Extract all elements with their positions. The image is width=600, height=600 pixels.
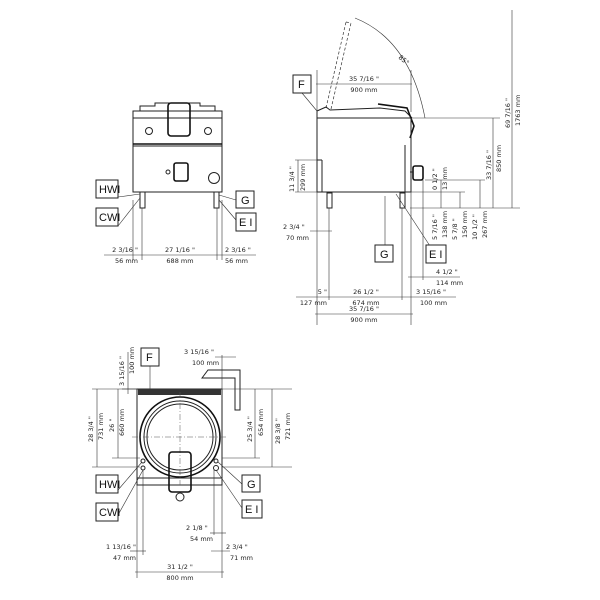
dim-width-mm: 800 mm — [166, 574, 193, 582]
handle — [168, 451, 192, 493]
dim-267-in: 10 1/2 " — [471, 214, 479, 240]
control-knob — [173, 162, 189, 182]
dim-bottom-width-mm: 900 mm — [350, 316, 377, 324]
callout-ei-top: E I — [241, 499, 263, 519]
dim-150-in: 5 7/8 " — [451, 218, 459, 240]
callout-label: G — [247, 479, 256, 491]
dim-13-mm: 13 mm — [441, 167, 449, 190]
dim-70-mm: 70 mm — [286, 234, 309, 242]
callout-label: CWI — [99, 507, 120, 519]
callout-label: HWI — [99, 479, 120, 491]
dim-center-in: 27 1/16 " — [165, 246, 195, 254]
side-view: 85° 35 7/16 " 900 mm 33 7/16 " 850 mm 69… — [283, 10, 522, 325]
front-view: 2 3/16 " 27 1/16 " 56 mm 688 mm 2 3/16 "… — [95, 102, 257, 265]
dim-114-mm: 114 mm — [436, 279, 463, 287]
dim-70-in: 2 3/4 " — [283, 223, 305, 231]
callout-cwi-front: CWI — [95, 207, 120, 227]
callout-label: G — [241, 195, 250, 207]
dim-13-in: 0 1/2 " — [431, 168, 439, 190]
drain-tap — [412, 165, 424, 181]
callout-f-top: F — [140, 347, 160, 367]
dim-100-in: 3 15/16 " — [416, 288, 446, 296]
dim-127-in: 5 " — [318, 288, 327, 296]
dim-267-mm: 267 mm — [481, 211, 489, 238]
dim-right-mm: 56 mm — [225, 257, 248, 265]
leg — [326, 192, 333, 209]
top-view: 28 3/4 " 731 mm 26 " 660 mm 3 15/16 " 10… — [87, 347, 292, 582]
lid-angle: 85° — [397, 53, 411, 67]
dim-top-right-in: 3 15/16 " — [184, 348, 214, 356]
dim-660-mm: 660 mm — [118, 409, 126, 436]
dim-71-mm: 71 mm — [230, 554, 253, 562]
dim-height-mm: 850 mm — [495, 145, 503, 172]
dim-674-mm: 674 mm — [352, 299, 379, 307]
leg — [213, 191, 220, 209]
dim-width-in: 31 1/2 " — [167, 563, 193, 571]
callout-g-front: G — [235, 190, 255, 209]
callout-g-side: G — [374, 244, 394, 263]
dim-center-mm: 688 mm — [166, 257, 193, 265]
leg — [139, 191, 146, 209]
dim-138-in: 5 7/16 " — [431, 214, 439, 240]
dim-100-mm: 100 mm — [420, 299, 447, 307]
dim-height-in: 33 7/16 " — [485, 150, 493, 180]
dim-top-width-mm: 900 mm — [350, 86, 377, 94]
dim-panel-mm: 299 mm — [299, 164, 307, 191]
callout-label: CWI — [99, 212, 120, 224]
callout-label: E I — [239, 217, 252, 229]
handle — [167, 102, 191, 137]
dim-71-in: 2 3/4 " — [226, 543, 248, 551]
leg — [399, 192, 406, 209]
dim-top-right-mm: 100 mm — [192, 359, 219, 367]
dim-731-in: 28 3/4 " — [87, 416, 95, 442]
dim-right-in: 2 3/16 " — [225, 246, 251, 254]
callout-label: F — [298, 79, 305, 91]
dim-top-left-mm: 100 mm — [128, 347, 136, 374]
dim-114-in: 4 1/2 " — [436, 268, 458, 276]
dim-54-mm: 54 mm — [190, 535, 213, 543]
dim-721-in: 28 3/8 " — [274, 418, 282, 444]
dim-left-mm: 56 mm — [115, 257, 138, 265]
dim-panel-in: 11 3/4 " — [288, 166, 296, 192]
callout-hwi-top: HWI — [95, 474, 120, 494]
dim-47-in: 1 13/16 " — [106, 543, 136, 551]
dim-47-mm: 47 mm — [113, 554, 136, 562]
vent-grille — [138, 389, 221, 395]
callout-ei-side: E I — [425, 244, 447, 264]
dim-721-mm: 721 mm — [284, 413, 292, 440]
open-lid-outline — [325, 21, 352, 110]
dim-654-in: 25 3/4 " — [246, 416, 254, 442]
dim-total-height-in: 69 7/16 " — [504, 98, 512, 128]
dim-150-mm: 150 mm — [461, 211, 469, 238]
dim-660-in: 26 " — [108, 419, 116, 432]
callout-label: E I — [429, 249, 442, 261]
dim-top-width-in: 35 7/16 " — [349, 75, 379, 83]
callout-g-top: G — [241, 474, 261, 493]
callout-ei-front: E I — [235, 212, 257, 232]
flue-outline — [201, 369, 241, 411]
dim-top-left-in: 3 15/16 " — [118, 356, 126, 386]
dim-bottom-width-in: 35 7/16 " — [349, 305, 379, 313]
dim-654-mm: 654 mm — [257, 409, 265, 436]
dim-674-in: 26 1/2 " — [353, 288, 379, 296]
callout-label: E I — [245, 504, 258, 516]
callout-hwi-front: HWI — [95, 179, 120, 199]
dim-138-mm: 138 mm — [441, 211, 449, 238]
dim-total-height-mm: 1763 mm — [514, 95, 522, 126]
callout-label: HWI — [99, 184, 120, 196]
dim-127-mm: 127 mm — [300, 299, 327, 307]
dim-left-in: 2 3/16 " — [112, 246, 138, 254]
dim-54-in: 2 1/8 " — [186, 524, 208, 532]
callout-f-side: F — [292, 74, 312, 94]
callout-label: F — [146, 352, 153, 364]
callout-label: G — [380, 249, 389, 261]
callout-cwi-top: CWI — [95, 502, 120, 522]
dim-731-mm: 731 mm — [97, 413, 105, 440]
lid-arc — [354, 17, 426, 119]
